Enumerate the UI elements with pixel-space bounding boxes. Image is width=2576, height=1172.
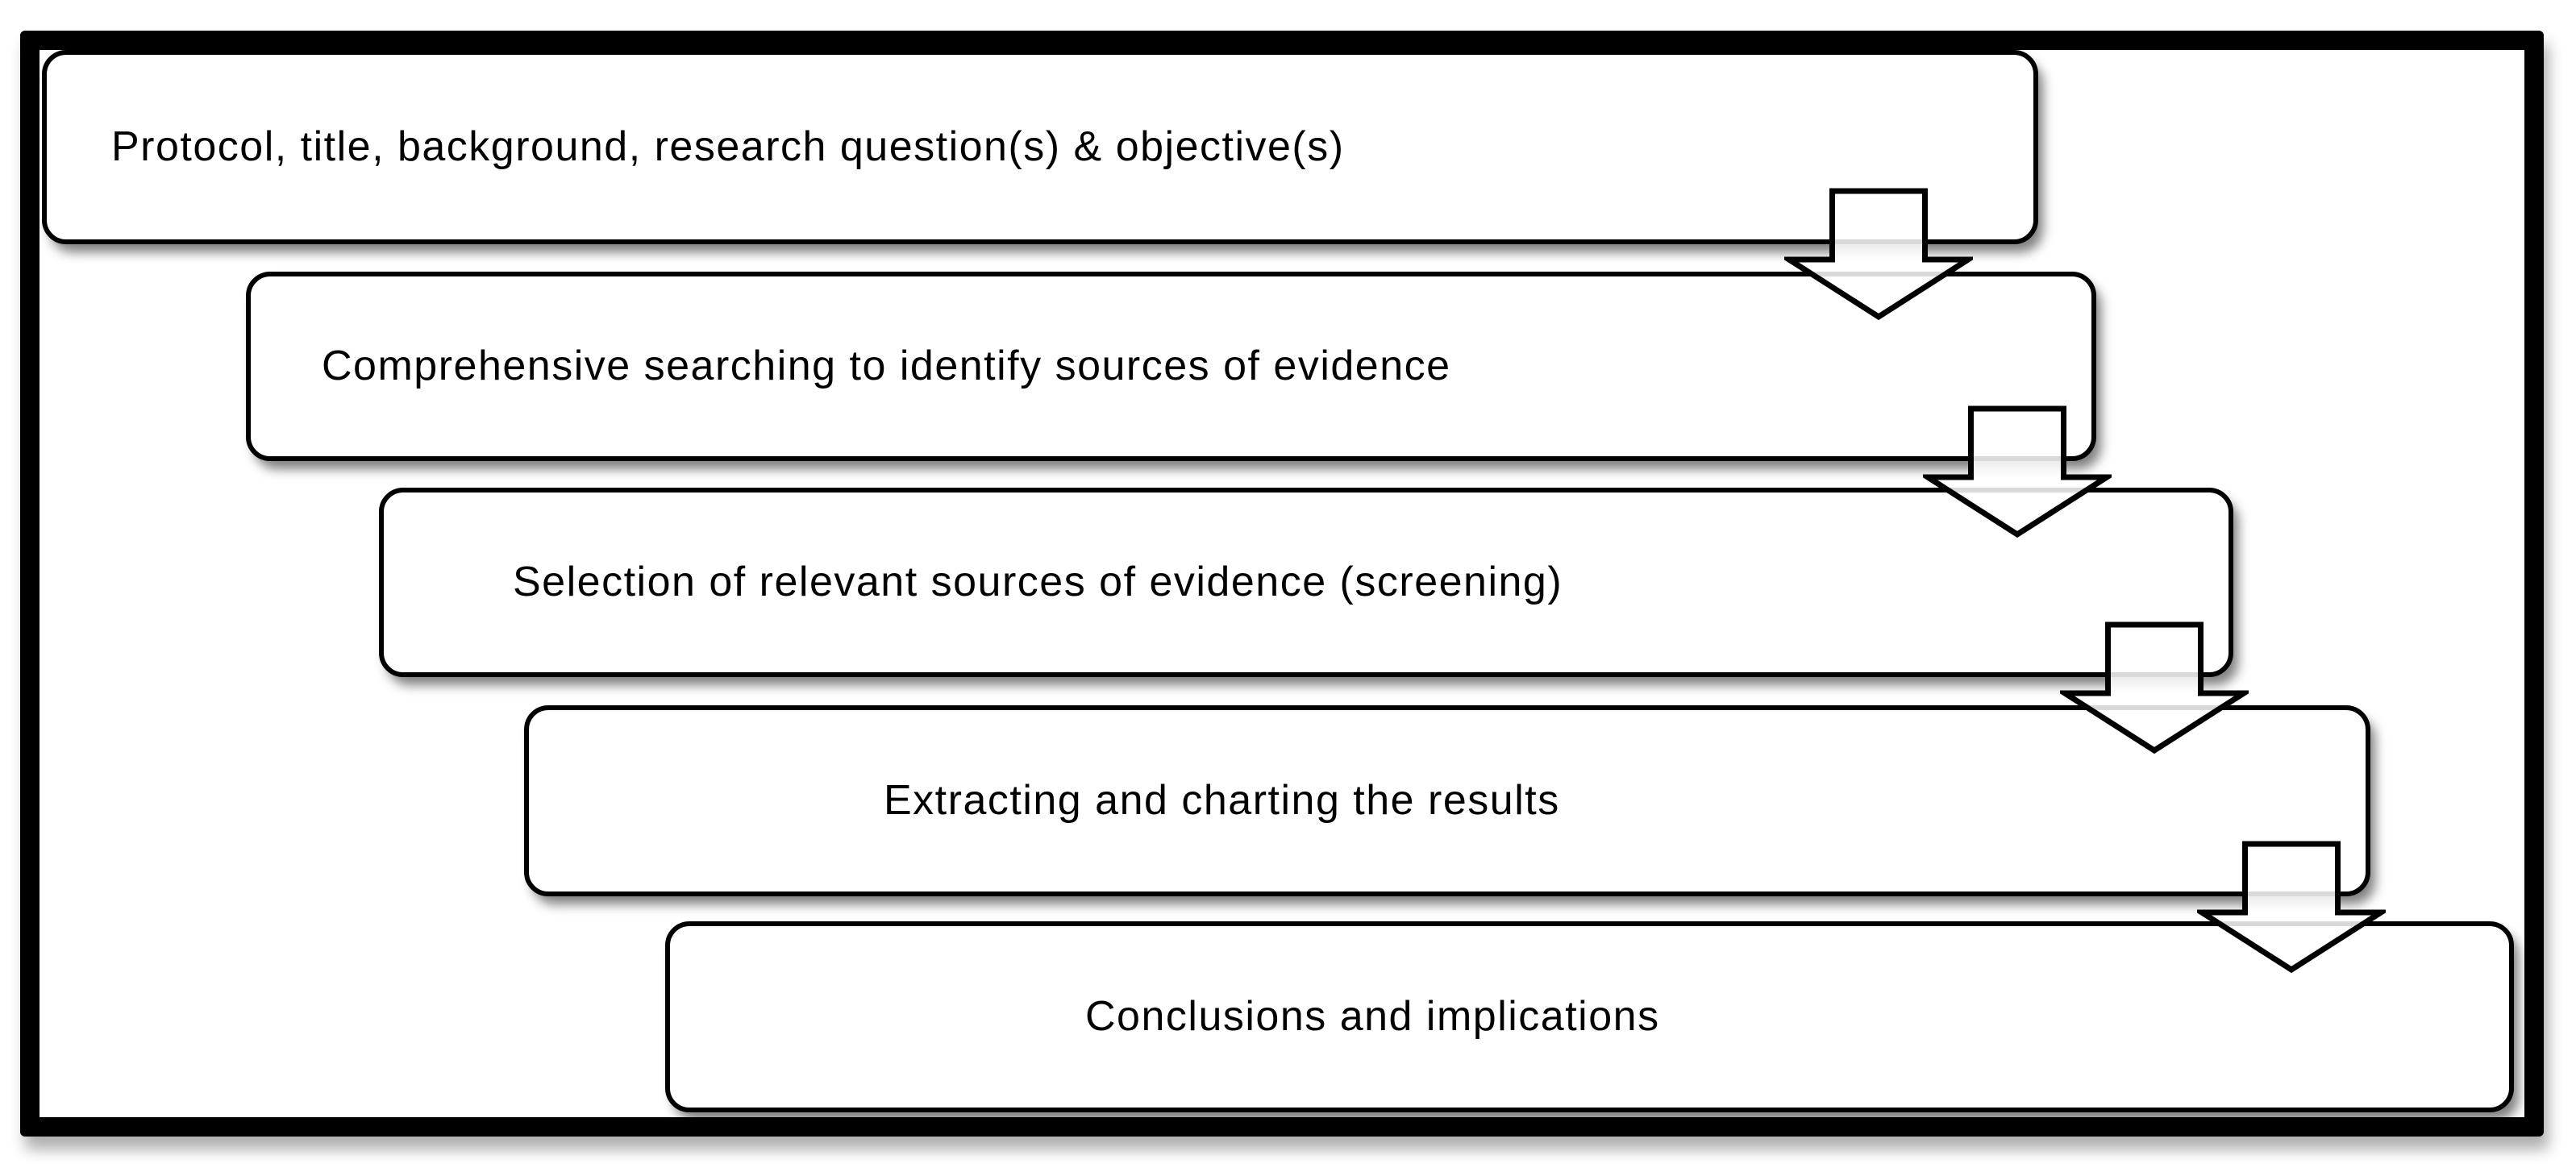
flow-step-box: Extracting and charting the results [524, 705, 2370, 896]
flow-step-label: Comprehensive searching to identify sour… [322, 342, 1451, 389]
down-arrow-icon [2060, 621, 2249, 754]
down-arrow-icon [2197, 841, 2386, 974]
flow-step-label: Conclusions and implications [1085, 992, 1660, 1040]
down-arrow-icon [1784, 188, 1973, 321]
flow-step-box: Comprehensive searching to identify sour… [246, 272, 2096, 461]
flow-step-label: Extracting and charting the results [884, 776, 1560, 824]
flow-step-label: Protocol, title, background, research qu… [111, 123, 1345, 170]
flow-step-box: Selection of relevant sources of evidenc… [379, 488, 2233, 677]
flow-step-box: Conclusions and implications [665, 921, 2514, 1112]
down-arrow-icon [1923, 405, 2112, 538]
flow-step-label: Selection of relevant sources of evidenc… [513, 558, 1563, 605]
flow-step-box: Protocol, title, background, research qu… [42, 50, 2038, 244]
